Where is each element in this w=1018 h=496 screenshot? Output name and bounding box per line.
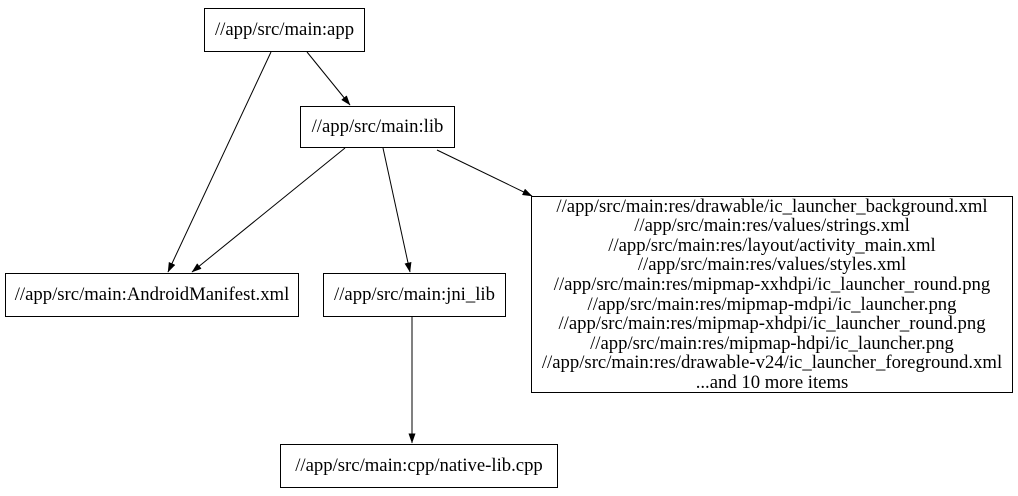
- res-group-line: //app/src/main:res/mipmap-mdpi/ic_launch…: [587, 293, 957, 315]
- node-android-manifest: //app/src/main:AndroidManifest.xml: [5, 273, 299, 317]
- node-lib-label: //app/src/main:lib: [311, 116, 444, 138]
- node-native-lib-cpp-label: //app/src/main:cpp/native-lib.cpp: [295, 455, 543, 477]
- edge-app-to-android-manifest: [167, 51, 272, 273]
- res-group-line: //app/src/main:res/mipmap-xxhdpi/ic_laun…: [553, 273, 991, 295]
- node-res-group: //app/src/main:res/drawable/ic_launcher_…: [531, 196, 1013, 393]
- edge-lib-to-jni-lib: [382, 147, 412, 273]
- node-jni-lib: //app/src/main:jni_lib: [323, 273, 506, 317]
- edge-lib-to-res-group: [436, 149, 533, 197]
- res-group-line: //app/src/main:res/values/strings.xml: [634, 215, 910, 237]
- edge-lib-to-android-manifest: [191, 147, 346, 273]
- node-android-manifest-label: //app/src/main:AndroidManifest.xml: [14, 284, 290, 306]
- res-group-line: //app/src/main:res/drawable-v24/ic_launc…: [541, 352, 1003, 374]
- node-native-lib-cpp: //app/src/main:cpp/native-lib.cpp: [280, 444, 558, 488]
- res-group-line: //app/src/main:res/mipmap-xhdpi/ic_launc…: [558, 313, 986, 335]
- res-group-line: //app/src/main:res/values/styles.xml: [637, 254, 907, 276]
- node-jni-lib-label: //app/src/main:jni_lib: [334, 284, 495, 306]
- res-group-line: //app/src/main:res/layout/activity_main.…: [608, 234, 936, 256]
- node-lib: //app/src/main:lib: [300, 106, 455, 148]
- res-group-line: //app/src/main:res/mipmap-hdpi/ic_launch…: [590, 332, 954, 354]
- res-group-line: //app/src/main:res/drawable/ic_launcher_…: [556, 195, 988, 217]
- node-app-label: //app/src/main:app: [214, 19, 355, 41]
- edge-app-to-lib: [306, 51, 351, 106]
- node-app: //app/src/main:app: [204, 8, 365, 52]
- res-group-more-items: ...and 10 more items: [695, 371, 849, 393]
